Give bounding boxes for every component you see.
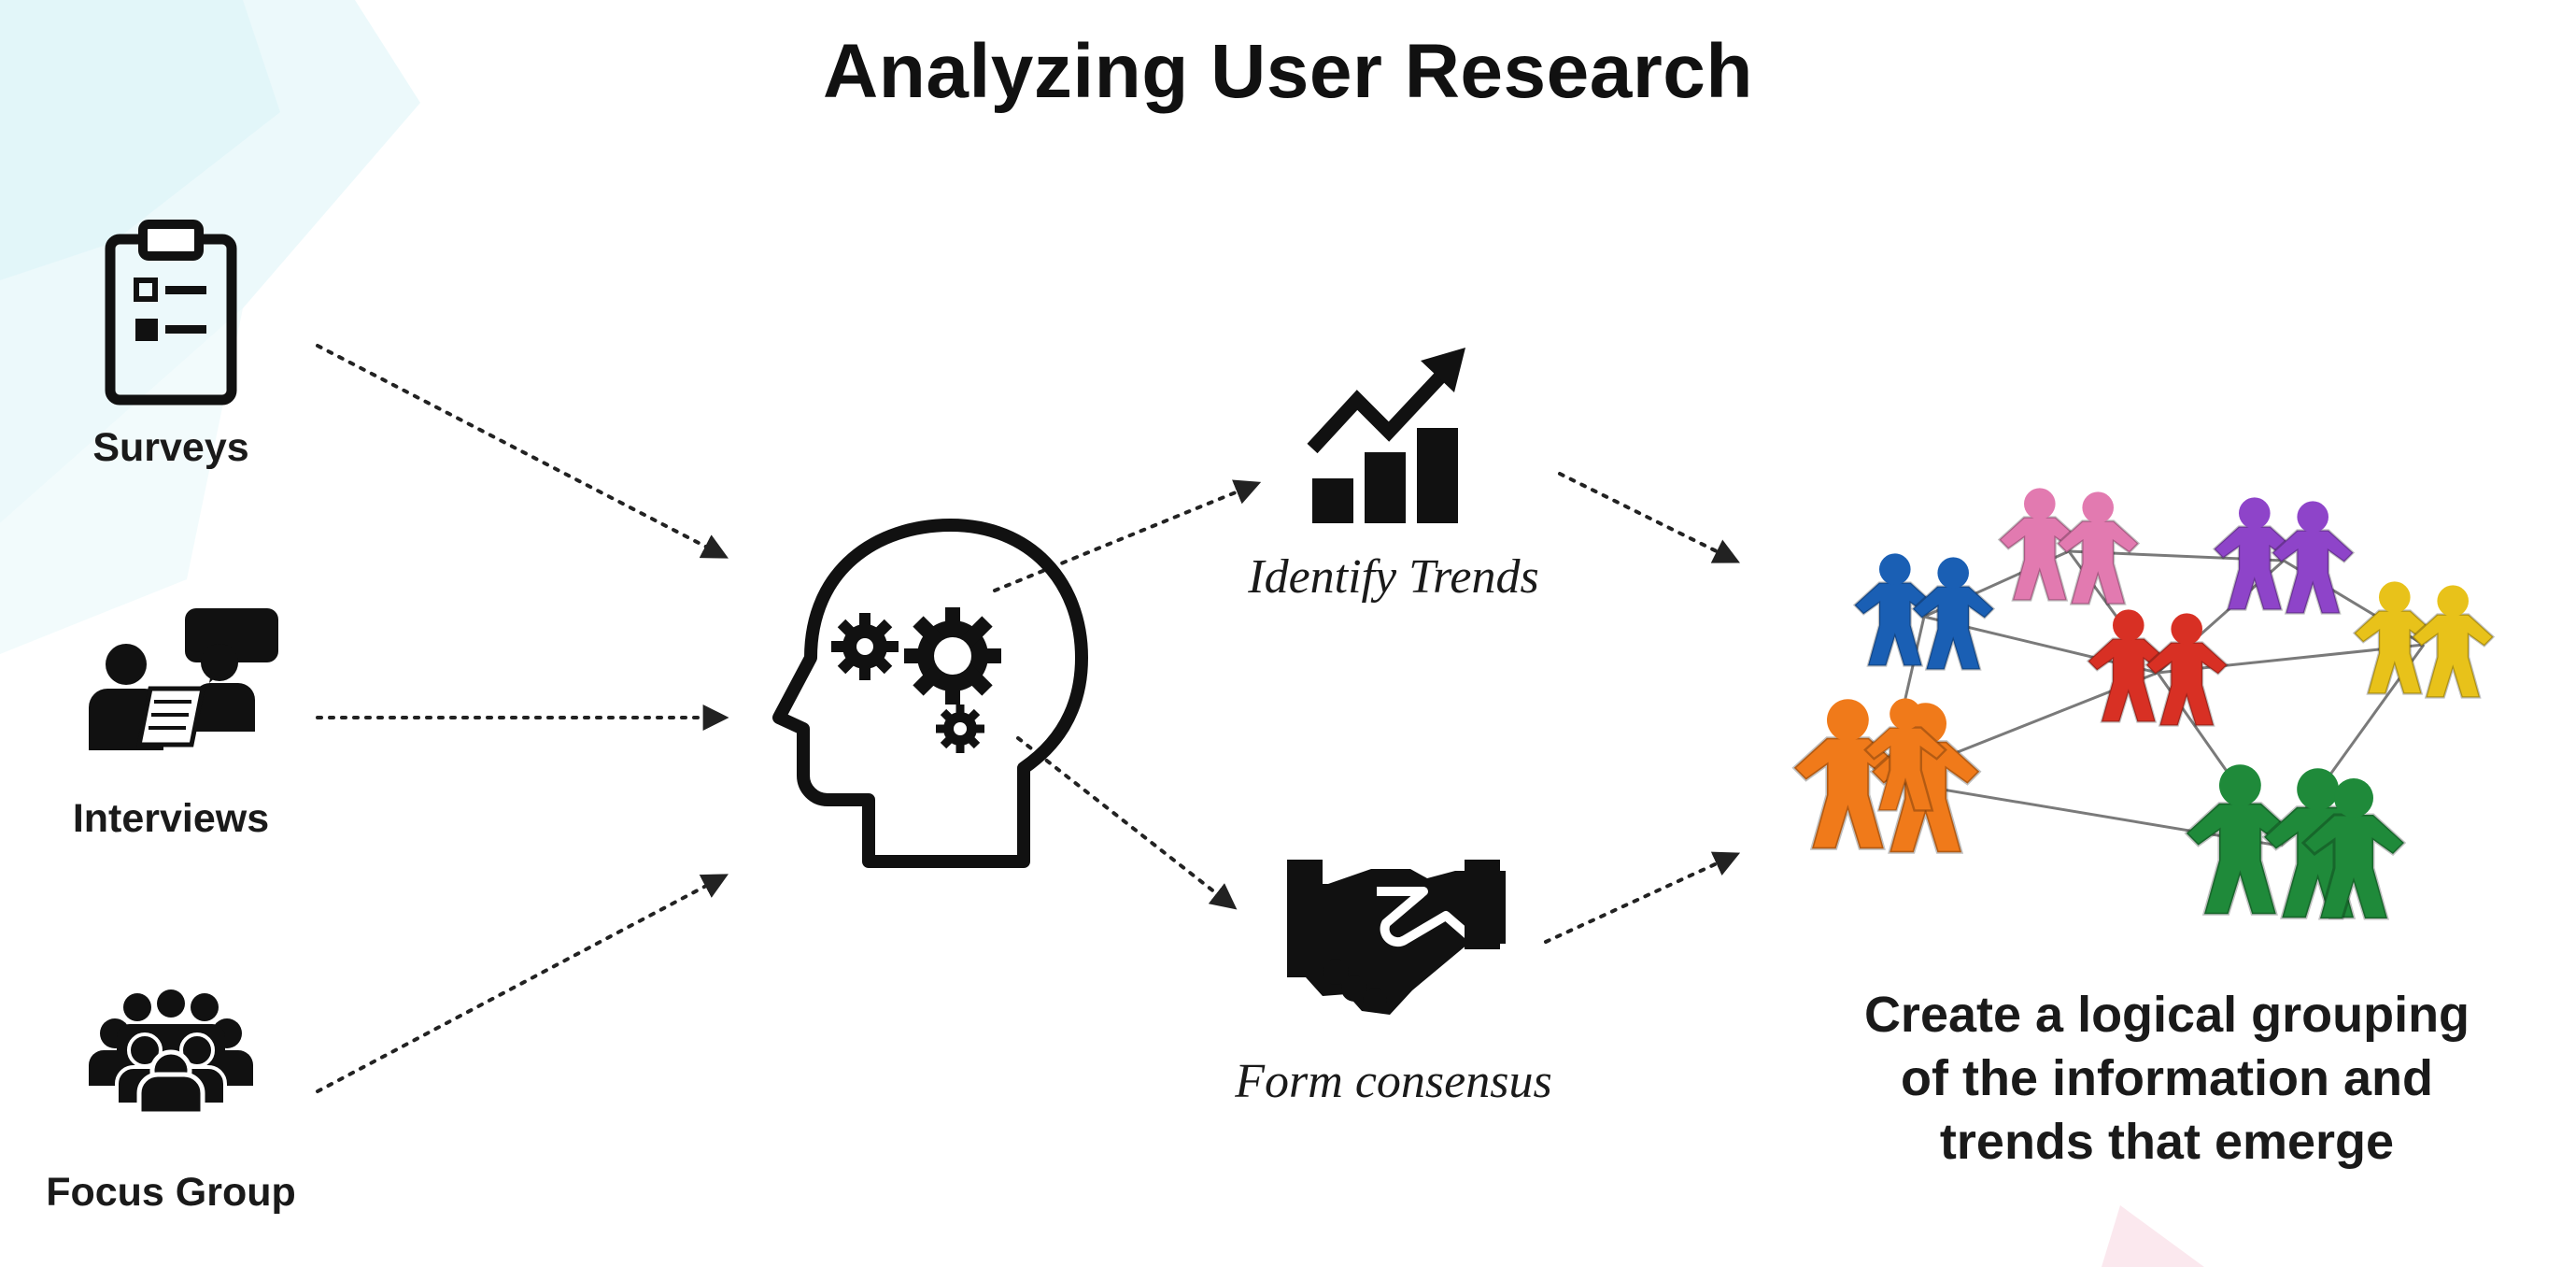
person-figure <box>1863 698 1947 812</box>
person-figure <box>2411 585 2496 699</box>
arrow-center-to-consensus <box>1016 736 1238 910</box>
trend-chart-icon <box>1307 348 1465 523</box>
person-figure <box>1911 557 1996 671</box>
clipboard-icon <box>105 220 237 406</box>
person-figure <box>2271 501 2356 615</box>
interviews-label: Interviews <box>72 796 270 841</box>
arrow-center-to-trends <box>993 479 1262 592</box>
person-figure <box>2300 778 2407 920</box>
handshake-icon <box>1287 860 1506 1015</box>
arrow-trends-to-result <box>1558 472 1741 563</box>
identify-trends-label: Identify Trends <box>1248 550 1539 604</box>
person-figure <box>2056 491 2141 605</box>
form-consensus-label: Form consensus <box>1235 1055 1552 1108</box>
person-figure <box>2144 613 2229 727</box>
interview-icon <box>89 608 278 750</box>
group-icon <box>89 989 253 1117</box>
result-line-3: trends that emerge <box>1939 1114 2395 1170</box>
people-network-icon <box>1791 488 2496 920</box>
arrow-surveys-to-center <box>316 344 729 559</box>
result-description: Create a logical grouping of the informa… <box>1784 983 2550 1174</box>
focus-group-label: Focus Group <box>46 1170 296 1215</box>
surveys-label: Surveys <box>92 425 249 470</box>
result-line-1: Create a logical grouping <box>1863 987 2470 1043</box>
arrow-consensus-to-result <box>1544 851 1741 944</box>
result-line-2: of the information and <box>1901 1050 2433 1106</box>
page-title: Analyzing User Research <box>823 29 1753 114</box>
arrow-focusgroup-to-center <box>316 874 729 1093</box>
network-link <box>1886 778 2280 847</box>
brain-gears-icon <box>772 519 1088 868</box>
connector-arrows <box>316 344 1741 1093</box>
